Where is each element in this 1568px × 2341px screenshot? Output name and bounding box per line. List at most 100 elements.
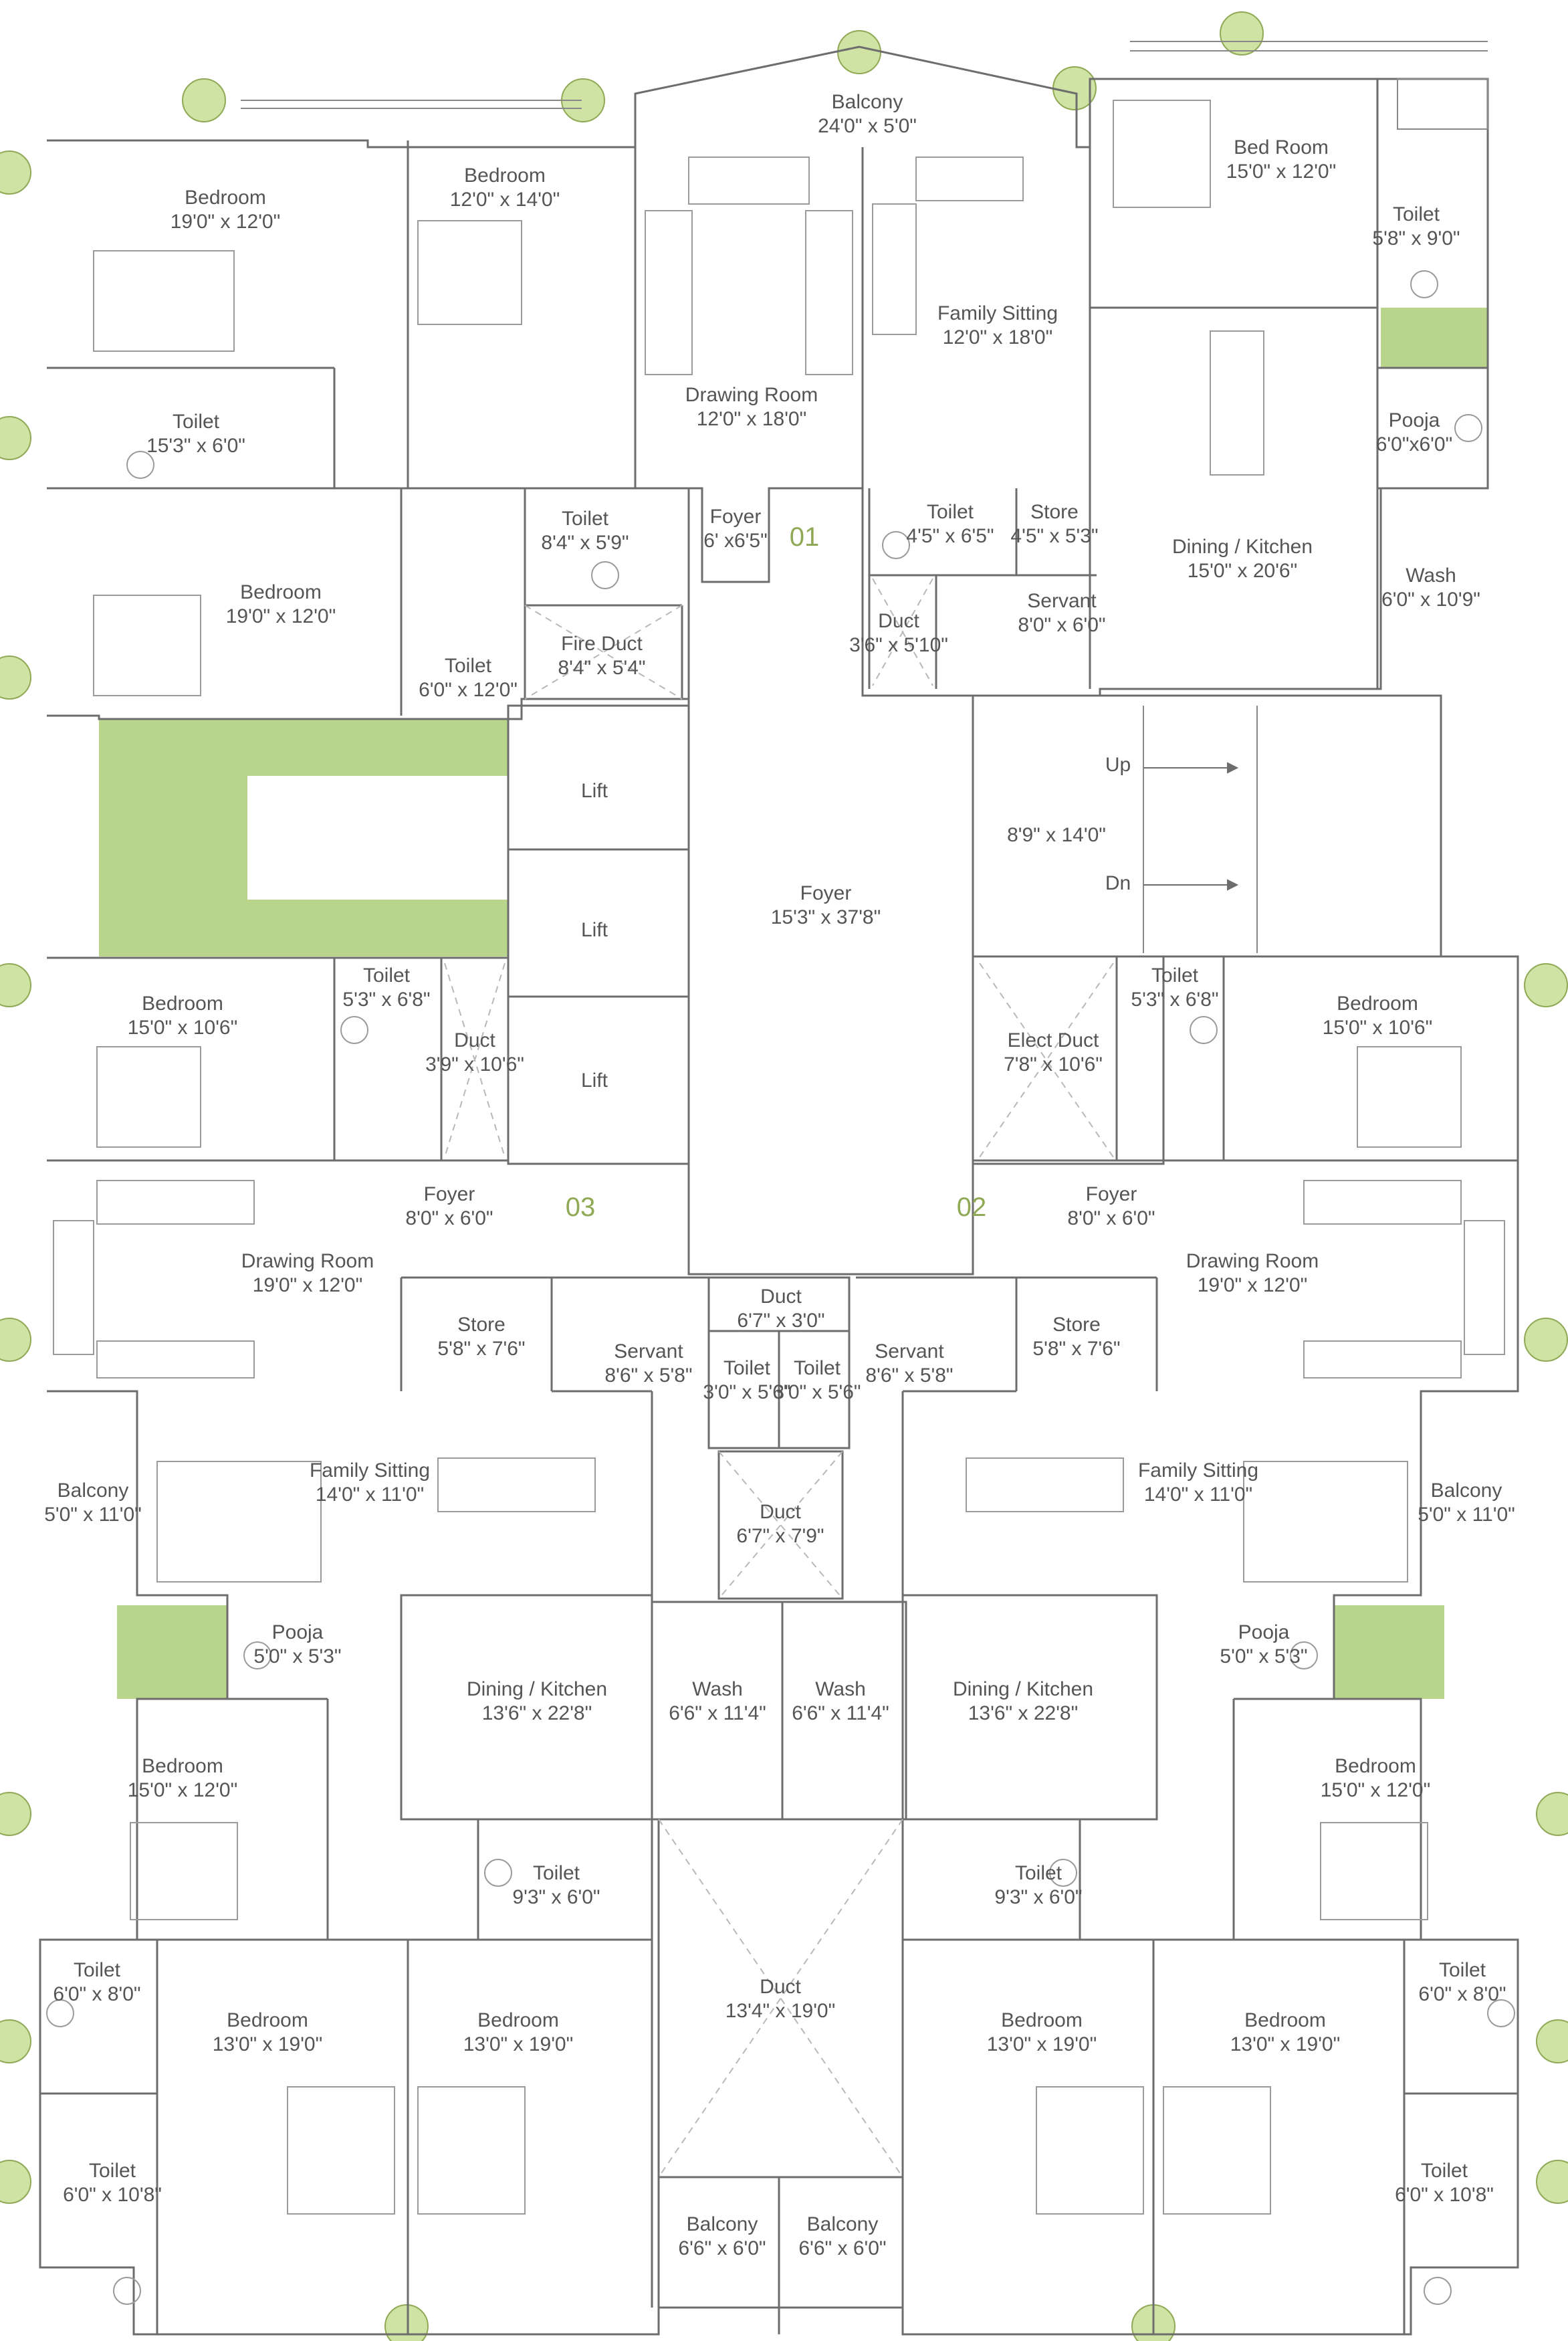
unit-number-02: 02 — [957, 1193, 987, 1222]
arrow-head-icon — [1227, 879, 1239, 891]
arrow-head-icon — [1227, 762, 1239, 774]
tree-icon — [0, 963, 31, 1007]
toilet-fixture-icon — [113, 2277, 141, 2305]
bed-icon — [1113, 100, 1211, 208]
sofa-icon — [915, 157, 1024, 201]
unit-numbers: 01 02 03 — [566, 522, 987, 1222]
wall — [39, 955, 1519, 2336]
bed-icon — [1163, 2086, 1271, 2215]
tree-icon — [0, 2019, 31, 2063]
toilet-fixture-icon — [1487, 1999, 1515, 2027]
bed-icon — [1357, 1046, 1462, 1148]
tree-icon — [1536, 2160, 1568, 2204]
duct-cross — [444, 962, 506, 1158]
bed-icon — [417, 220, 522, 325]
sofa-icon — [1464, 1220, 1505, 1355]
tree-icon — [837, 30, 881, 74]
trees — [0, 11, 1568, 2341]
stair-arrows — [1143, 762, 1239, 891]
duct-cross — [979, 962, 1114, 1158]
toilet-fixture-icon — [1190, 1016, 1218, 1044]
duct-cross — [524, 605, 683, 700]
duct-cross — [524, 605, 683, 700]
sofa-icon — [645, 210, 693, 375]
dining-table-icon — [1210, 330, 1264, 476]
pooja-icon — [243, 1641, 271, 1669]
sofa-icon — [1303, 1180, 1462, 1225]
sofa-icon — [96, 1340, 255, 1379]
duct-cross — [718, 1451, 843, 1599]
tree-icon — [1524, 1318, 1568, 1362]
bed-icon — [96, 1046, 201, 1148]
room-label-lift-1: Lift — [581, 780, 608, 802]
toilet-fixture-icon — [484, 1859, 512, 1887]
bed-icon — [93, 595, 201, 696]
wall — [657, 1818, 904, 2178]
room-label-stair-up: Up — [1105, 754, 1131, 776]
tree-icon — [384, 2304, 429, 2341]
walls — [39, 41, 1519, 2336]
tree-icon — [1536, 2019, 1568, 2063]
unit-number-03: 03 — [566, 1193, 596, 1222]
sofa-icon — [1303, 1340, 1462, 1379]
toilet-fixture-icon — [340, 1016, 368, 1044]
toilet-fixture-icon — [1410, 270, 1438, 298]
garden-patch-top-right — [1381, 308, 1488, 368]
tree-icon — [1220, 11, 1264, 56]
sofa-icon — [53, 1220, 94, 1355]
tree-icon — [0, 1792, 31, 1836]
toilet-fixture-icon — [1049, 1859, 1077, 1887]
tree-icon — [1524, 963, 1568, 1007]
tree-icon — [0, 2160, 31, 2204]
bed-icon — [1036, 2086, 1144, 2215]
garden-areas — [99, 308, 1488, 1699]
dining-table-icon — [437, 1457, 596, 1512]
duct-cross — [979, 962, 1114, 1158]
duct-cross — [718, 1451, 843, 1599]
tree-icon — [0, 655, 31, 700]
duct-markings — [444, 578, 1114, 2178]
toilet-fixture-icon — [882, 531, 910, 559]
sofa-icon — [96, 1180, 255, 1225]
toilet-fixture-icon — [46, 1999, 74, 2027]
